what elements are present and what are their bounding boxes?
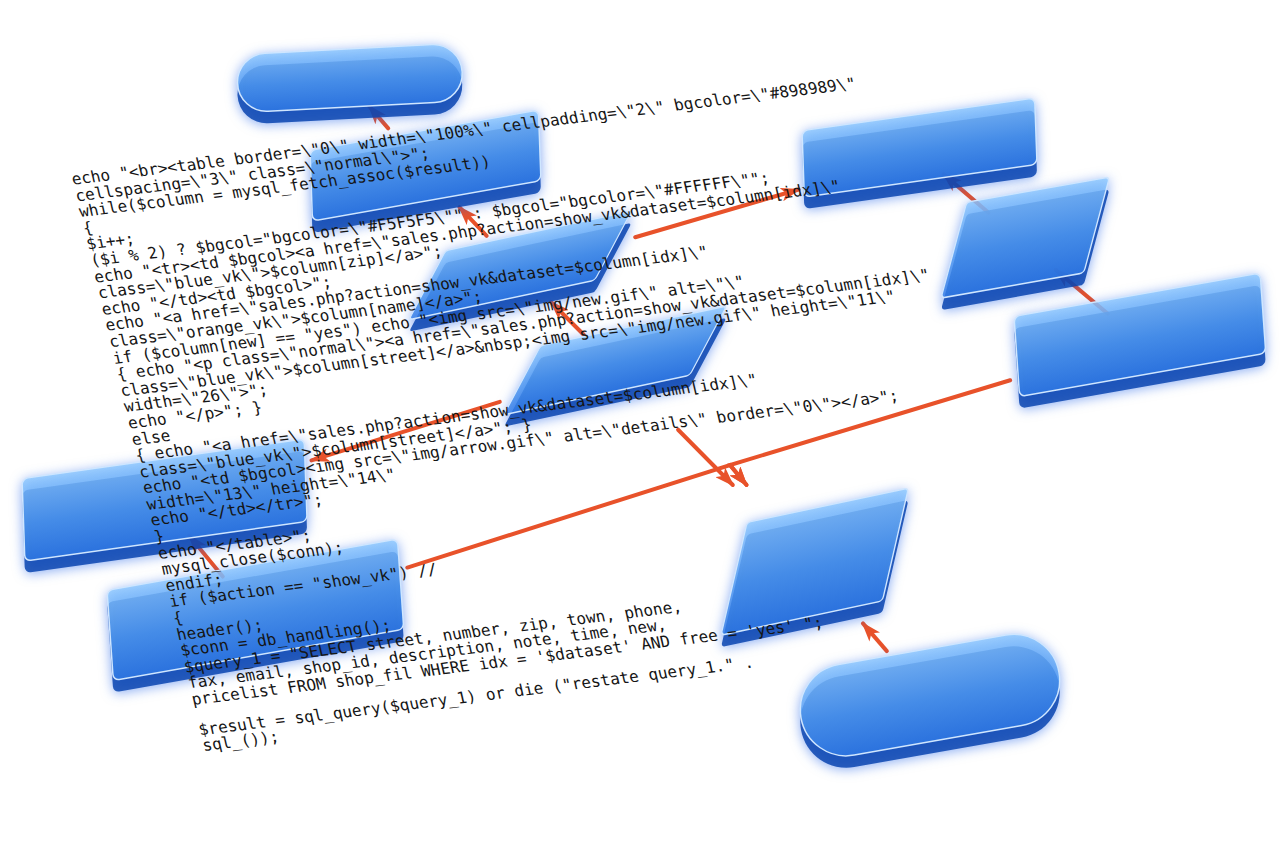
shape-top xyxy=(941,177,1109,298)
shape-outline xyxy=(1012,271,1268,411)
shape-top xyxy=(236,43,464,113)
shape-outline xyxy=(791,625,1069,777)
shape-top xyxy=(721,488,908,635)
shape-outline xyxy=(234,41,466,127)
shape-face xyxy=(1014,273,1266,397)
shape-group xyxy=(1014,273,1266,409)
process-shape xyxy=(1012,271,1268,411)
process-shape xyxy=(234,41,466,127)
flow-arrow xyxy=(863,623,887,651)
shape-outline xyxy=(939,175,1111,312)
shape-face xyxy=(793,627,1067,763)
flow-arrow xyxy=(678,430,733,485)
code-listing: echo "<br><table border=\"0\" width=\"10… xyxy=(70,72,1017,755)
shape-top xyxy=(1014,273,1266,397)
process-shape xyxy=(939,175,1111,312)
flow-arrow xyxy=(407,465,746,568)
shape-face xyxy=(941,177,1109,298)
shape-face xyxy=(236,43,464,113)
shape-group xyxy=(236,43,464,125)
shape-group xyxy=(793,627,1067,775)
shape-group xyxy=(941,177,1109,310)
shape-top xyxy=(793,627,1067,763)
process-shape xyxy=(791,625,1069,777)
shape-face xyxy=(721,488,908,635)
